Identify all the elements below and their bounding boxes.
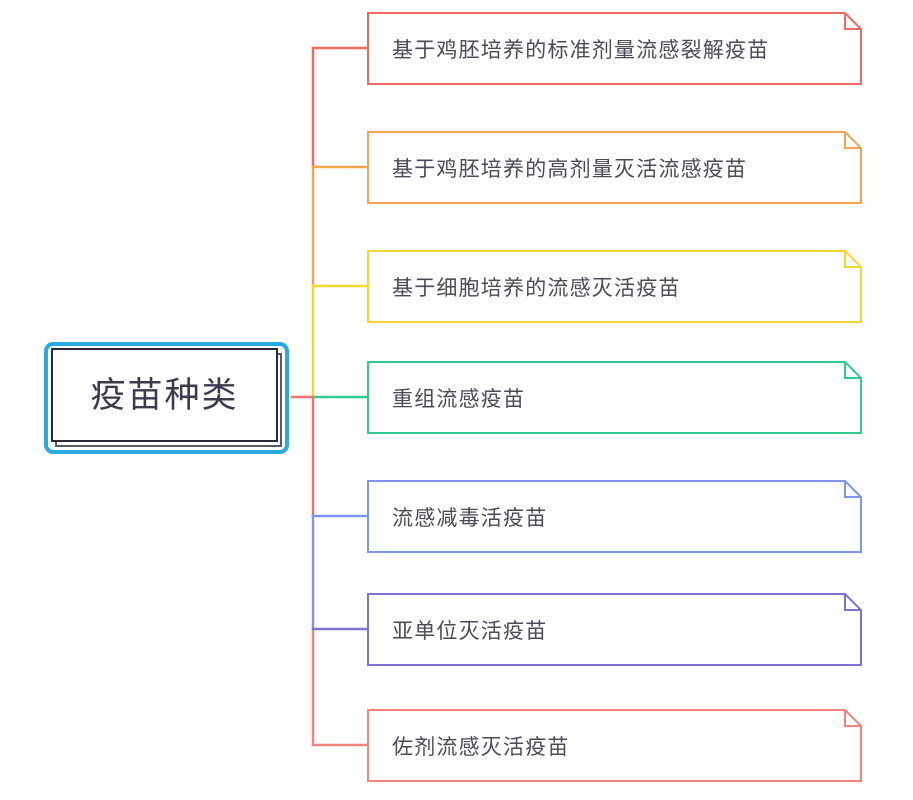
topic-node-fold-corner <box>844 481 861 498</box>
topic-node-label: 基于鸡胚培养的标准剂量流感裂解疫苗 <box>392 37 770 62</box>
topic-node-outline <box>367 250 862 323</box>
topic-node-outline <box>367 480 862 553</box>
topic-node-shape <box>367 12 862 85</box>
topic-node[interactable]: 基于鸡胚培养的标准剂量流感裂解疫苗 <box>367 12 862 85</box>
topic-node[interactable]: 基于鸡胚培养的高剂量灭活流感疫苗 <box>367 131 862 204</box>
topic-node-fold-corner <box>844 13 861 30</box>
topic-node-fold-corner <box>844 132 861 149</box>
topic-node-shape <box>367 709 862 782</box>
topic-node-label: 亚单位灭活疫苗 <box>392 618 548 643</box>
topic-node-label: 基于细胞培养的流感灭活疫苗 <box>392 275 681 300</box>
topic-node-fold-corner <box>844 362 861 379</box>
topic-node-label: 重组流感疫苗 <box>392 386 526 411</box>
central-node-label: 疫苗种类 <box>90 375 239 415</box>
topic-node-fold-corner <box>844 710 861 727</box>
central-node-inner-box: 疫苗种类 <box>51 348 278 442</box>
topic-node-outline <box>367 593 862 666</box>
topic-node-label: 基于鸡胚培养的高剂量灭活流感疫苗 <box>392 156 748 181</box>
topic-node-fold-corner <box>844 251 861 268</box>
topic-node-label: 流感减毒活疫苗 <box>392 505 548 530</box>
topic-node[interactable]: 亚单位灭活疫苗 <box>367 593 862 666</box>
topic-node-outline <box>367 12 862 85</box>
topic-node-outline <box>367 709 862 782</box>
topic-node-shape <box>367 593 862 666</box>
topic-node[interactable]: 基于细胞培养的流感灭活疫苗 <box>367 250 862 323</box>
topic-node[interactable]: 佐剂流感灭活疫苗 <box>367 709 862 782</box>
topic-node-shape <box>367 480 862 553</box>
topic-node-shape <box>367 250 862 323</box>
topic-node-shape <box>367 131 862 204</box>
topic-node[interactable]: 流感减毒活疫苗 <box>367 480 862 553</box>
topic-node-shape <box>367 361 862 434</box>
topic-node-label: 佐剂流感灭活疫苗 <box>392 734 570 759</box>
central-topic-node[interactable]: 疫苗种类 <box>44 342 289 454</box>
topic-node[interactable]: 重组流感疫苗 <box>367 361 862 434</box>
topic-node-fold-corner <box>844 594 861 611</box>
topic-node-outline <box>367 361 862 434</box>
topic-node-outline <box>367 131 862 204</box>
